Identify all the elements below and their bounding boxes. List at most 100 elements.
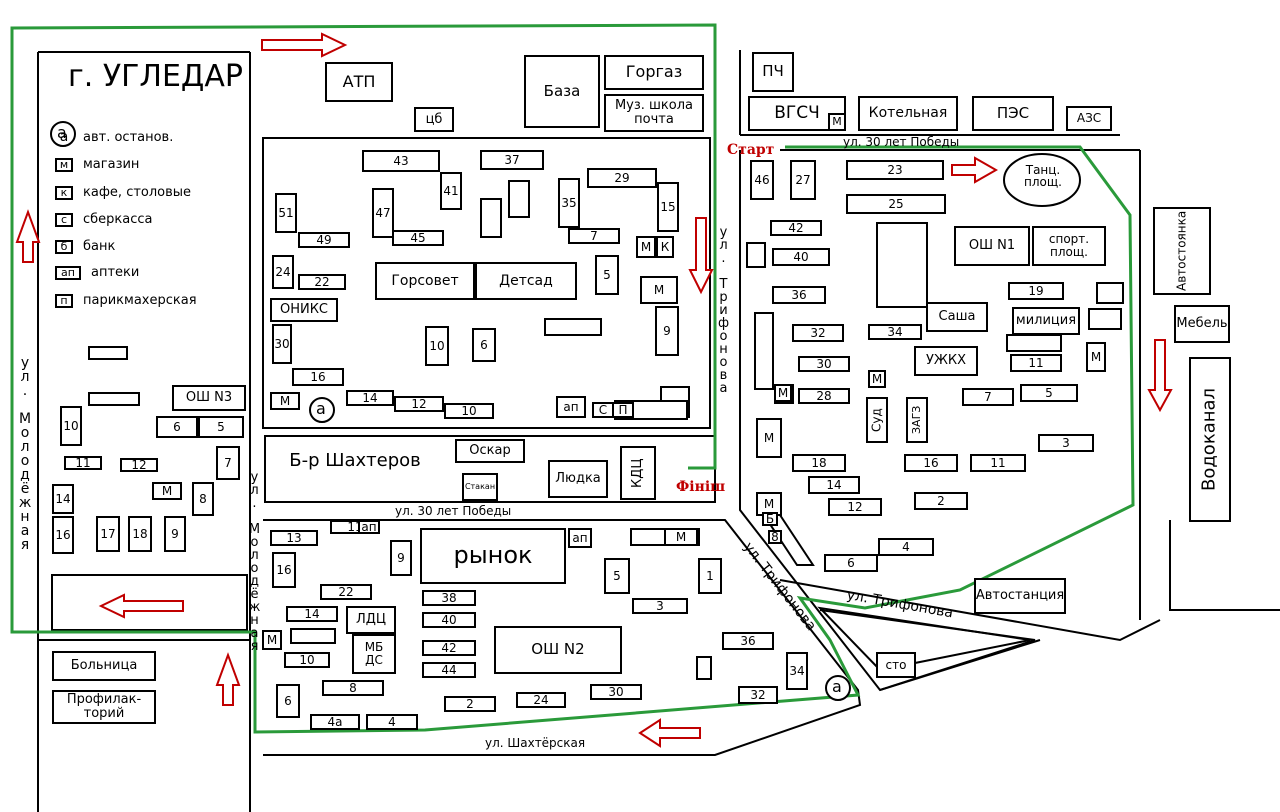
oskar-shop: Оскар xyxy=(455,439,525,463)
house-unnumbered xyxy=(1088,308,1122,330)
pharmacy-icon: ап xyxy=(568,528,592,548)
shop-icon: М xyxy=(774,384,792,402)
house-6: 6 xyxy=(472,328,496,362)
house-unnumbered xyxy=(1006,334,1062,352)
house-11: 11 xyxy=(64,456,102,470)
house-7: 7 xyxy=(962,388,1014,406)
house-22: 22 xyxy=(320,584,372,600)
house-2: 2 xyxy=(444,696,496,712)
street-molodezhnaya-mid: ул. Молодёжная xyxy=(247,470,262,652)
house-43: 43 xyxy=(362,150,440,172)
house-42: 42 xyxy=(422,640,476,656)
house-41: 41 xyxy=(440,172,462,210)
house-unnumbered xyxy=(876,222,928,308)
police-station: милиция xyxy=(1012,307,1080,335)
house-10: 10 xyxy=(60,406,82,446)
registry-office: ЗАГЗ xyxy=(906,397,928,443)
house-unnumbered xyxy=(508,180,530,218)
boulevard-shakhterov: Б-р Шахтеров xyxy=(289,450,421,471)
legend-label: сберкасса xyxy=(83,212,153,227)
house-4: 4 xyxy=(878,538,934,556)
kindergarten: Детсад xyxy=(475,262,577,300)
uzhkh-building: УЖКХ xyxy=(914,346,978,376)
sport-ground: спорт. площ. xyxy=(1032,226,1106,266)
shop-icon: М xyxy=(868,370,886,388)
bus-stop-icon: а xyxy=(832,677,842,696)
house-9: 9 xyxy=(655,306,679,356)
shop-icon: М xyxy=(1086,342,1106,372)
house-5: 5 xyxy=(198,416,244,438)
cafe-icon: К xyxy=(656,236,674,258)
house-3: 3 xyxy=(1038,434,1094,452)
house-15: 15 xyxy=(657,182,679,232)
barber-icon: П xyxy=(612,402,634,418)
house-7: 7 xyxy=(216,446,240,480)
house-40: 40 xyxy=(422,612,476,628)
stakan-cafe: Стакан xyxy=(462,473,498,501)
bus-stop-icon: а xyxy=(59,129,69,145)
savings-bank-icon: С xyxy=(592,402,614,418)
shop-icon: М xyxy=(828,113,846,131)
shop-icon: М xyxy=(640,276,678,304)
culture-center: КДЦ xyxy=(620,446,656,500)
house-44: 44 xyxy=(422,662,476,678)
legend-label: кафе, столовые xyxy=(83,185,192,200)
pharmacy-icon: ап xyxy=(358,520,380,534)
house-47: 47 xyxy=(372,188,394,238)
house-28: 28 xyxy=(798,388,850,404)
house-30: 30 xyxy=(798,356,850,372)
city-council: Горсовет xyxy=(375,262,475,300)
shop-icon: М xyxy=(270,392,300,410)
pes-building: ПЭС xyxy=(972,96,1054,131)
parking-lot: Автостоянка xyxy=(1153,207,1211,295)
house-1: 1 xyxy=(698,558,722,594)
children-clinic: ЛДЦ xyxy=(346,606,396,634)
house-14: 14 xyxy=(286,606,338,622)
house-46: 46 xyxy=(750,160,774,200)
house-36: 36 xyxy=(772,286,826,304)
school-1: ОШ N1 xyxy=(954,226,1030,266)
music-school-building: Муз. школа почта xyxy=(604,94,704,132)
lyudka-shop: Людка xyxy=(548,460,608,498)
sanatorium: Профилак- торий xyxy=(52,690,156,724)
house-2: 2 xyxy=(914,492,968,510)
bank-icon: б xyxy=(55,239,73,254)
bus-stop-icon: а xyxy=(57,123,67,142)
atp-building: АТП xyxy=(325,62,393,102)
house-12: 12 xyxy=(394,396,444,412)
house-8: 8 xyxy=(322,680,384,696)
house-36: 36 xyxy=(722,632,774,650)
house-34: 34 xyxy=(868,324,922,340)
azs-building: АЗС xyxy=(1066,106,1112,131)
house-unnumbered xyxy=(754,312,774,390)
house-unnumbered xyxy=(1096,282,1124,304)
barber-icon: п xyxy=(55,293,73,308)
hospital: Больница xyxy=(52,651,156,681)
school-3: ОШ N3 xyxy=(172,385,246,411)
house-22: 22 xyxy=(298,274,346,290)
house-11: 11 xyxy=(970,454,1026,472)
city-title: г. УГЛЕДАР xyxy=(68,59,243,94)
street-molodezhnaya-left: ул. Молодёжная xyxy=(17,355,33,551)
house-51: 51 xyxy=(275,193,297,233)
shop-icon: М xyxy=(664,528,698,546)
house-23: 23 xyxy=(846,160,944,180)
legend-label: авт. останов. xyxy=(83,129,174,145)
court-building: Суд xyxy=(866,397,888,443)
mb-ds: МБ ДС xyxy=(352,634,396,674)
sasha-shop: Саша xyxy=(926,302,988,332)
house-8: 8 xyxy=(192,482,214,516)
house-34: 34 xyxy=(786,652,808,690)
house-9: 9 xyxy=(390,540,412,576)
house-27: 27 xyxy=(790,160,816,200)
house-unnumbered xyxy=(290,628,336,644)
house-unnumbered xyxy=(88,392,140,406)
shop-icon: М xyxy=(152,482,182,500)
street-pobedy-mid: ул. 30 лет Победы xyxy=(395,504,512,518)
baza-building: База xyxy=(524,55,600,128)
street-shakhterskaya: ул. Шахтёрская xyxy=(485,736,586,750)
house-5: 5 xyxy=(604,558,630,594)
